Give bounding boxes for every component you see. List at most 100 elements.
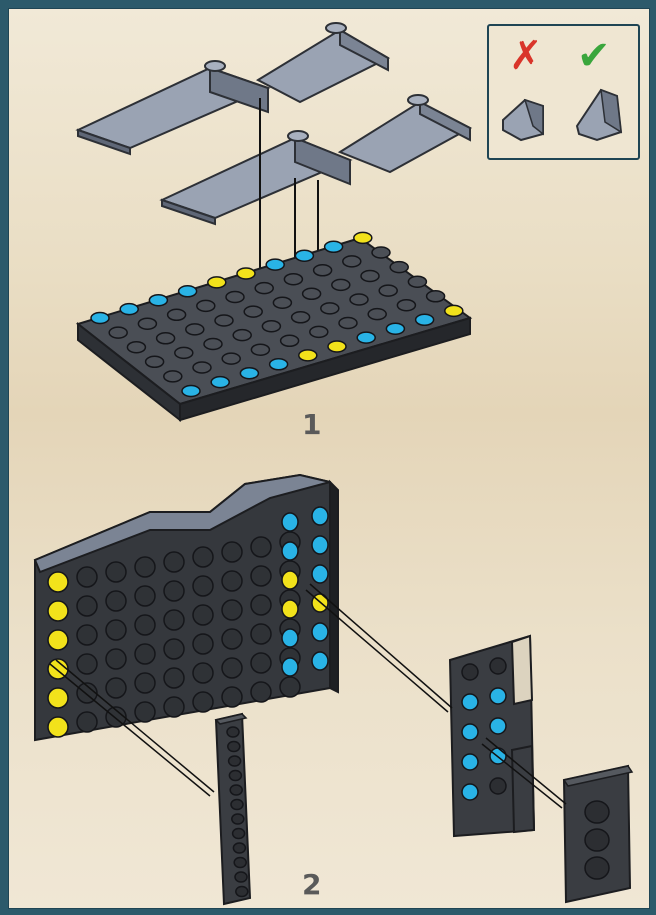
stud <box>222 629 242 649</box>
stud <box>251 537 271 557</box>
stud <box>228 742 240 752</box>
stud <box>244 306 262 317</box>
stud <box>585 857 609 879</box>
blue-stud <box>182 386 200 397</box>
blue-stud <box>295 250 313 261</box>
stud <box>146 356 164 367</box>
stud <box>273 297 291 308</box>
edge-stud <box>312 565 328 583</box>
stud <box>222 571 242 591</box>
stud <box>490 778 506 794</box>
stud <box>379 285 397 296</box>
stud <box>585 801 609 823</box>
yellow-stud <box>48 630 68 650</box>
stud <box>135 644 155 664</box>
stud <box>135 702 155 722</box>
blue-stud <box>211 377 229 388</box>
stud <box>251 344 269 355</box>
stud <box>462 664 478 680</box>
stud <box>193 605 213 625</box>
stud <box>135 615 155 635</box>
edge-stud <box>282 513 298 531</box>
stud <box>408 276 426 287</box>
edge-stud <box>282 600 298 618</box>
stud <box>77 654 97 674</box>
stud <box>164 371 182 382</box>
stud <box>127 342 145 353</box>
edge-stud <box>282 571 298 589</box>
stud <box>135 586 155 606</box>
stud <box>77 596 97 616</box>
slope-orientation-icons <box>489 26 638 158</box>
stud <box>234 858 246 868</box>
stud <box>193 634 213 654</box>
stud <box>397 300 415 311</box>
stud <box>135 557 155 577</box>
stud <box>490 718 506 734</box>
edge-stud <box>312 652 328 670</box>
blue-stud <box>120 304 138 315</box>
stud <box>204 339 222 350</box>
stud <box>222 600 242 620</box>
stud <box>197 300 215 311</box>
stud <box>284 274 302 285</box>
stud <box>230 785 242 795</box>
stud <box>462 784 478 800</box>
edge-stud <box>282 658 298 676</box>
stud <box>164 639 184 659</box>
blue-stud <box>270 359 288 370</box>
stud <box>193 547 213 567</box>
stud <box>106 620 126 640</box>
stud <box>227 727 239 737</box>
stud <box>255 283 273 294</box>
yellow-stud <box>48 688 68 708</box>
stud <box>175 347 193 358</box>
stud <box>106 649 126 669</box>
blue-stud <box>179 286 197 297</box>
stud <box>251 653 271 673</box>
stud <box>164 668 184 688</box>
stud <box>168 309 186 320</box>
stud <box>186 324 204 335</box>
stud <box>350 294 368 305</box>
stud <box>164 697 184 717</box>
blue-stud <box>416 314 434 325</box>
yellow-stud <box>208 277 226 288</box>
yellow-stud <box>48 601 68 621</box>
blue-stud <box>91 313 109 324</box>
edge-stud <box>312 623 328 641</box>
stud <box>233 843 245 853</box>
edge-stud <box>312 507 328 525</box>
stud <box>106 678 126 698</box>
stud <box>235 872 247 882</box>
yellow-stud <box>48 572 68 592</box>
blue-stud <box>325 241 343 252</box>
stud <box>193 692 213 712</box>
blue-stud <box>149 295 167 306</box>
stud <box>280 677 300 697</box>
stud <box>236 887 248 897</box>
stud <box>222 687 242 707</box>
blue-stud <box>266 259 284 270</box>
stud <box>281 335 299 346</box>
stud <box>232 814 244 824</box>
stud <box>585 829 609 851</box>
stud <box>390 262 408 273</box>
yellow-stud <box>445 305 463 316</box>
slope-brick-icon <box>503 100 543 140</box>
yellow-stud <box>299 350 317 361</box>
stud <box>157 333 175 344</box>
stud <box>372 247 390 258</box>
tall-side-piece <box>450 636 534 836</box>
stud <box>233 330 251 341</box>
stud <box>262 321 280 332</box>
step-number-1: 1 <box>302 408 321 441</box>
stud <box>106 591 126 611</box>
stud <box>462 724 478 740</box>
stud <box>332 279 350 290</box>
stud <box>226 292 244 303</box>
stud <box>193 576 213 596</box>
yellow-stud <box>48 717 68 737</box>
stud <box>135 673 155 693</box>
edge-stud <box>312 536 328 554</box>
